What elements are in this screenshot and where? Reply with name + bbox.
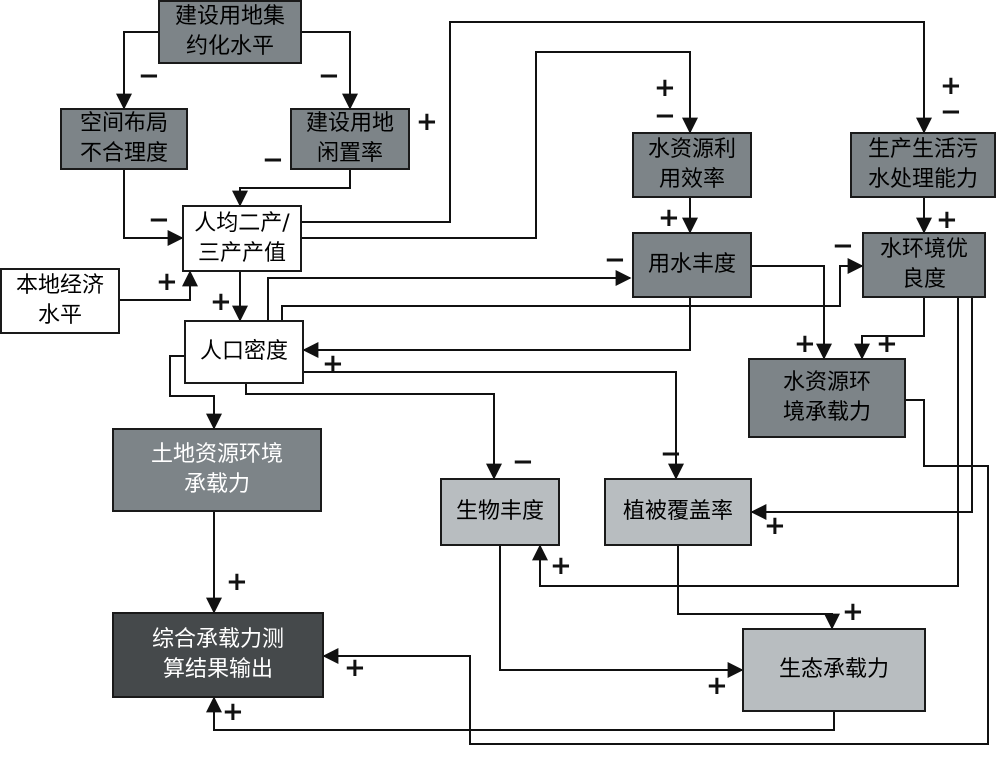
node-layout-irrationality: 空间布局 不合理度 bbox=[60, 108, 188, 170]
sign-n4-n8-minus: − bbox=[940, 97, 962, 127]
node-water-use-efficiency: 水资源利 用效率 bbox=[632, 132, 752, 198]
edge-n1-n2 bbox=[116, 31, 158, 110]
sign-n1-n2: − bbox=[138, 61, 160, 91]
sign-n12-n15: + bbox=[226, 567, 248, 597]
edge-n10-n11 bbox=[854, 298, 925, 360]
sign-n9-n6: + bbox=[322, 349, 344, 379]
node-population-density: 人口密度 bbox=[184, 320, 304, 384]
sign-n10-n13: + bbox=[550, 551, 572, 581]
sign-n3-outer: + bbox=[416, 107, 438, 137]
node-ecological-carrying-capacity: 生态承载力 bbox=[742, 628, 926, 712]
sign-n8-n10: + bbox=[936, 205, 958, 235]
sign-n6-n9: − bbox=[604, 245, 626, 275]
sign-n13-n16: + bbox=[706, 671, 728, 701]
edge-n1-n3 bbox=[302, 31, 358, 110]
node-water-environment-quality: 水环境优 良度 bbox=[862, 232, 986, 298]
node-water-abundance: 用水丰度 bbox=[632, 232, 752, 298]
edge-n6-n12 bbox=[169, 355, 222, 430]
edge-n4-n8 bbox=[302, 21, 932, 223]
edge-n14-n16 bbox=[677, 546, 840, 630]
node-land-idle-rate: 建设用地 闲置率 bbox=[290, 108, 410, 170]
connector-lines bbox=[116, 21, 989, 745]
sign-n16-n15: + bbox=[222, 697, 244, 727]
edge-n5-n4 bbox=[120, 270, 198, 301]
edge-n16-n15 bbox=[206, 696, 835, 731]
sign-n6-n10: − bbox=[832, 231, 854, 261]
edge-n9-n11 bbox=[752, 265, 832, 360]
edge-n10-n13 bbox=[532, 298, 959, 587]
edge-n6-n10 bbox=[281, 258, 864, 320]
edge-n6-n14 bbox=[304, 371, 684, 480]
node-water-carrying-capacity: 水资源环 境承载力 bbox=[748, 358, 906, 438]
edge-n6-n9 bbox=[267, 270, 632, 320]
node-land-intensity: 建设用地集 约化水平 bbox=[158, 0, 302, 64]
edge-n9-n6 bbox=[302, 298, 691, 358]
node-per-capita-output: 人均二产/ 三产产值 bbox=[182, 205, 302, 272]
node-biological-abundance: 生物丰度 bbox=[440, 478, 560, 546]
sign-n6-n14: − bbox=[660, 439, 682, 469]
sign-n4-n6: + bbox=[210, 287, 232, 317]
sign-n5-n4: + bbox=[156, 267, 178, 297]
edge-n2-n4 bbox=[123, 170, 184, 246]
sign-n9-n11: + bbox=[794, 329, 816, 359]
sign-labels: − − − + − + + + + − + − + − + + − + − − … bbox=[138, 61, 962, 727]
edge-n4-n7 bbox=[302, 51, 698, 239]
edge-n3-n4 bbox=[232, 170, 351, 207]
sign-n14-n16: + bbox=[842, 597, 864, 627]
sign-n1-n3: − bbox=[318, 61, 340, 91]
sign-n3-n4: − bbox=[262, 145, 284, 175]
node-vegetation-coverage: 植被覆盖率 bbox=[604, 478, 752, 546]
node-sewage-treatment: 生产生活污 水处理能力 bbox=[850, 132, 996, 198]
sign-n10-n11: + bbox=[876, 329, 898, 359]
edge-n10-n14 bbox=[750, 298, 973, 520]
sign-n10-n14: + bbox=[764, 511, 786, 541]
edge-n11-n15 bbox=[322, 399, 989, 745]
node-local-economy: 本地经济 水平 bbox=[0, 268, 120, 334]
sign-n7-n9: + bbox=[658, 203, 680, 233]
node-comprehensive-output: 综合承载力测 算结果输出 bbox=[112, 612, 324, 698]
sign-n2-n4: − bbox=[148, 205, 170, 235]
sign-n4-n7-minus: − bbox=[654, 101, 676, 131]
node-land-carrying-capacity: 土地资源环境 承载力 bbox=[112, 428, 322, 512]
edge-n13-n16 bbox=[499, 546, 744, 678]
sign-n4-n7-plus: + bbox=[654, 73, 676, 103]
sign-n4-n8-plus: + bbox=[940, 71, 962, 101]
sign-n11-n15: + bbox=[344, 653, 366, 683]
edge-n6-n13 bbox=[245, 384, 502, 480]
sign-n6-n13: − bbox=[512, 447, 534, 477]
